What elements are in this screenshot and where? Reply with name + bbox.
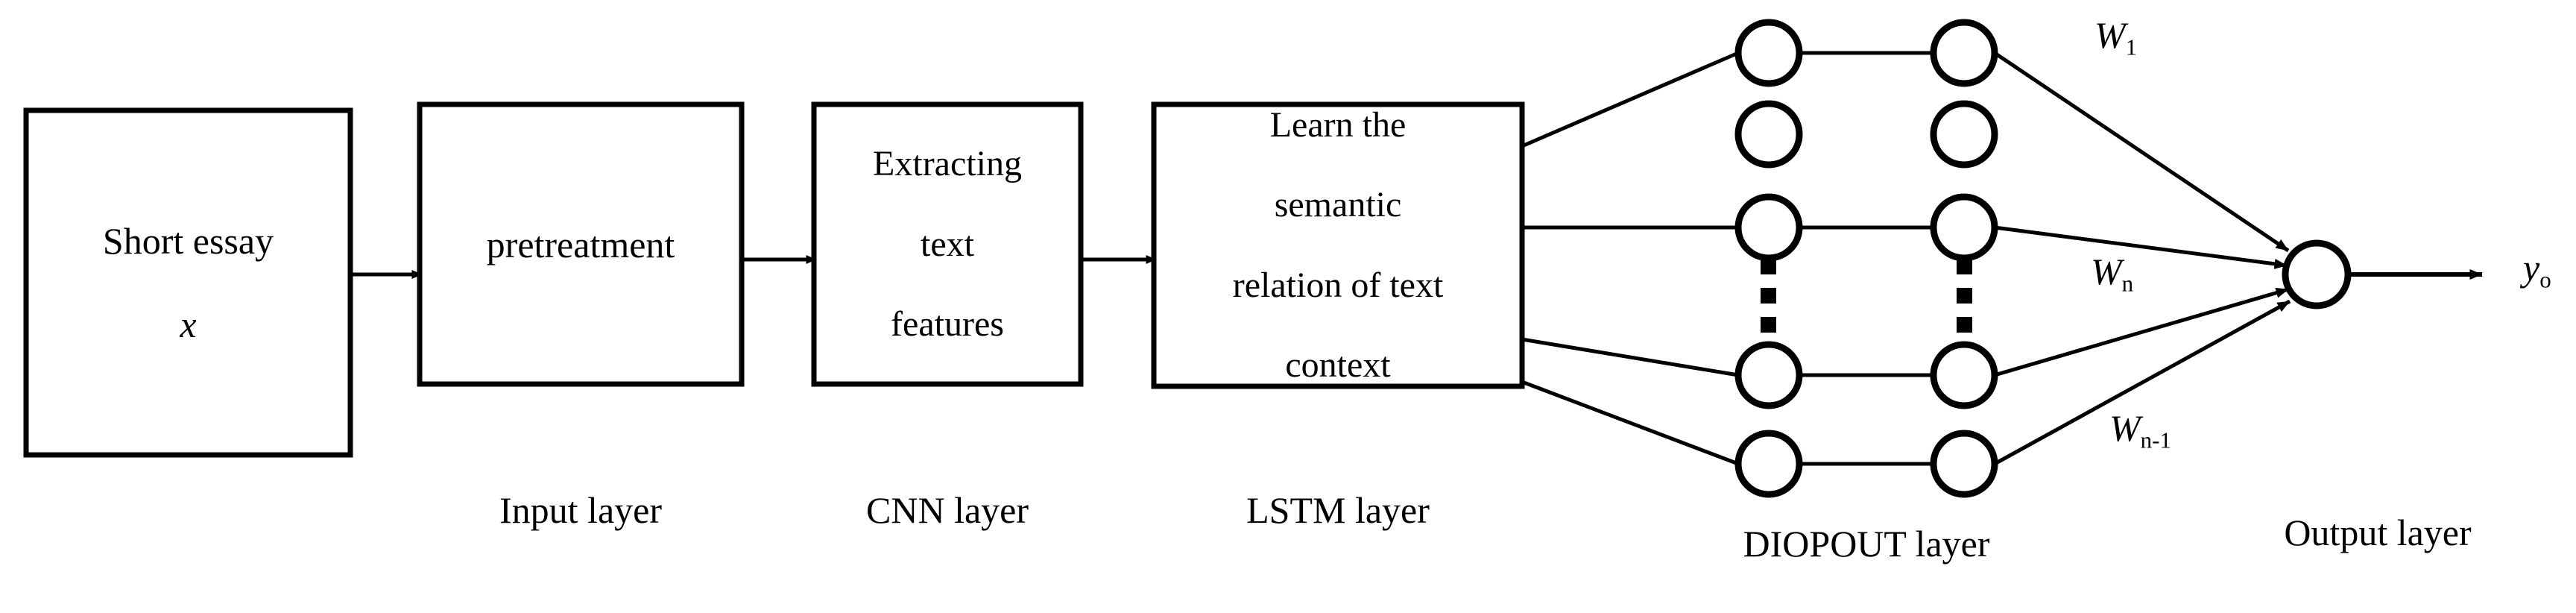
edge-node-2-4-to-output xyxy=(1994,287,2289,377)
pretreatment-block-rect xyxy=(417,101,745,387)
weight-n-1-label: Wn-1 xyxy=(2109,406,2171,453)
output-node xyxy=(2282,239,2352,309)
weight-n-base: W xyxy=(2091,251,2122,292)
edge-lstm-to-node-1-1 xyxy=(1521,51,1739,148)
edge-lstm-to-node-1-4 xyxy=(1521,337,1739,377)
dropout-node-1-4 xyxy=(1734,341,1803,409)
weight-n-label: Wn xyxy=(2091,250,2133,297)
dropout-node-2-1 xyxy=(1930,19,1998,87)
vertical-ellipsis-col-1 xyxy=(1761,259,1776,333)
edge-lstm-to-node-1-5 xyxy=(1521,380,1739,466)
dropout-node-2-2 xyxy=(1930,100,1998,169)
lstm-layer-caption: LSTM layer xyxy=(1246,489,1430,531)
output-variable-base: y xyxy=(2523,247,2540,289)
input-layer-caption: Input layer xyxy=(499,489,662,531)
lstm-block-rect xyxy=(1151,101,1525,389)
dropout-node-1-2 xyxy=(1734,100,1803,169)
dropout-node-2-3 xyxy=(1930,193,1998,262)
edge-node-2-1-to-output xyxy=(1993,51,2290,253)
output-variable-label: yo xyxy=(2523,246,2551,293)
weight-n-sub: n xyxy=(2121,270,2134,297)
input-block-rect xyxy=(23,107,353,458)
weight-n-1-base: W xyxy=(2109,407,2141,449)
cnn-layer-caption: CNN layer xyxy=(866,489,1029,531)
dropout-layer-caption: DIOPOUT layer xyxy=(1743,523,1990,565)
output-layer-caption: Output layer xyxy=(2284,512,2472,553)
dropout-node-2-4 xyxy=(1930,341,1998,409)
dropout-node-2-5 xyxy=(1930,430,1998,498)
dropout-node-1-3 xyxy=(1734,193,1803,262)
dropout-node-1-5 xyxy=(1734,430,1803,498)
cnn-block-rect xyxy=(811,101,1084,387)
edge-node-2-3-to-output xyxy=(1994,225,2288,269)
weight-1-sub: 1 xyxy=(2125,34,2138,60)
vertical-ellipsis-col-2 xyxy=(1957,259,1972,333)
output-variable-sub: o xyxy=(2539,266,2551,293)
dropout-node-1-1 xyxy=(1734,19,1803,87)
edge-node-2-5-to-output xyxy=(1993,299,2291,466)
weight-1-base: W xyxy=(2094,14,2126,56)
weight-1-label: W1 xyxy=(2094,13,2137,60)
weight-n-1-sub: n-1 xyxy=(2140,427,2171,453)
